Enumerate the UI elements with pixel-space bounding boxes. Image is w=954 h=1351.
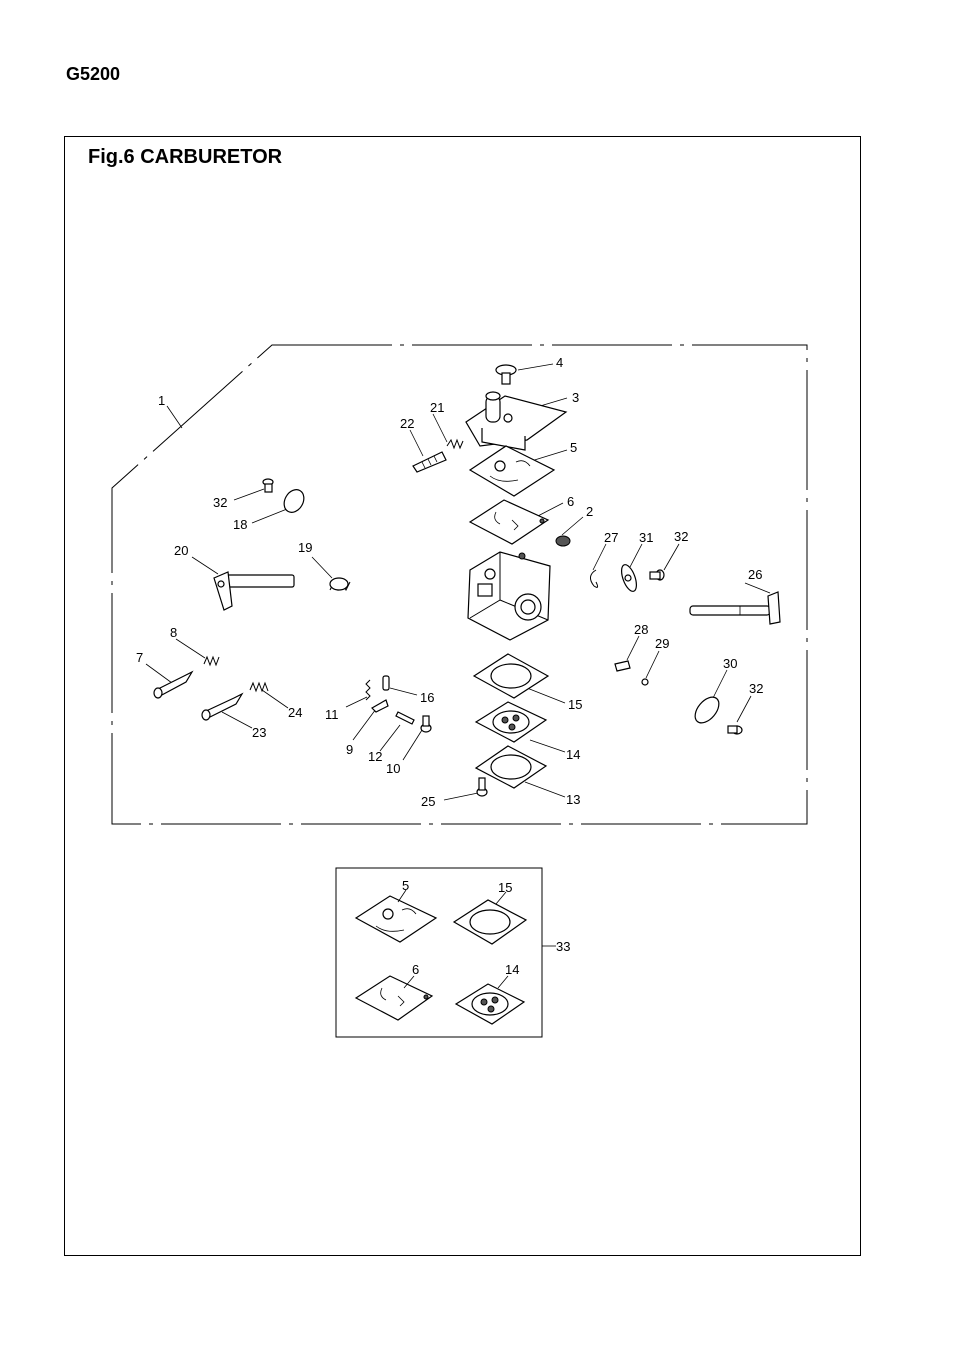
callout-15: 15 — [568, 697, 582, 712]
pump-diaphragm-part-6 — [468, 499, 550, 545]
callout-18: 18 — [233, 517, 247, 532]
callout-23: 23 — [252, 725, 266, 740]
callout-labels: 1 4 3 21 22 5 6 2 32 18 20 19 27 31 32 2… — [136, 355, 763, 809]
callout-16: 16 — [420, 690, 434, 705]
screw-part-32-right — [649, 569, 665, 581]
callout-2: 2 — [586, 504, 593, 519]
choke-plate-part-18 — [283, 489, 305, 513]
lever-part-31 — [621, 564, 637, 592]
assembly-outline — [111, 344, 808, 825]
plug-part-2 — [555, 535, 571, 547]
spring-part-8 — [203, 655, 220, 667]
needle-part-16 — [382, 675, 390, 691]
callout-5: 5 — [570, 440, 577, 455]
callout-22: 22 — [400, 416, 414, 431]
clip-part-27 — [590, 569, 599, 588]
callout-10: 10 — [386, 761, 400, 776]
callout-6: 6 — [567, 494, 574, 509]
callout-14: 14 — [566, 747, 580, 762]
callout-4: 4 — [556, 355, 563, 370]
screw-part-32-lower — [727, 725, 743, 735]
screw-part-4 — [495, 364, 517, 385]
spring-part-11 — [365, 679, 371, 701]
callout-32-right: 32 — [674, 529, 688, 544]
callout-1: 1 — [158, 393, 165, 408]
needle-part-7 — [153, 670, 194, 699]
throttle-plate-part-30 — [694, 696, 720, 724]
kit-callout-15: 15 — [498, 880, 512, 895]
gasket-part-13 — [474, 745, 548, 789]
needle-part-23 — [201, 692, 244, 721]
choke-shaft-part-20 — [213, 571, 295, 611]
callout-11: 11 — [325, 707, 339, 722]
callout-31: 31 — [639, 530, 653, 545]
callout-13: 13 — [566, 792, 580, 807]
ball-part-29 — [641, 678, 649, 686]
kit-callout-6: 6 — [412, 962, 419, 977]
screw-part-32-upper — [262, 478, 274, 493]
metering-diaphragm-part-14 — [474, 701, 548, 743]
callout-19: 19 — [298, 540, 312, 555]
carburetor-body — [467, 551, 551, 641]
leader-lines — [145, 363, 771, 801]
spring-part-24 — [249, 681, 269, 693]
spring-part-21 — [446, 438, 464, 450]
spring-part-19 — [329, 577, 351, 592]
kit-callout-14: 14 — [505, 962, 519, 977]
callout-12: 12 — [368, 749, 382, 764]
gasket-part-15 — [472, 653, 550, 699]
lever-part-9 — [371, 699, 389, 713]
throttle-shaft-part-26 — [689, 591, 781, 625]
callout-30: 30 — [723, 656, 737, 671]
pump-gasket-part-5 — [468, 445, 556, 497]
pump-cover-part-3 — [465, 391, 568, 451]
figure-title: Fig.6 CARBURETOR — [88, 146, 283, 168]
screw-part-22 — [412, 451, 447, 473]
screw-part-28 — [614, 660, 631, 672]
callout-20: 20 — [174, 543, 188, 558]
callout-32-upper: 32 — [213, 495, 227, 510]
callout-24: 24 — [288, 705, 302, 720]
screw-part-10 — [420, 715, 432, 733]
callout-32-lower: 32 — [749, 681, 763, 696]
callout-26: 26 — [748, 567, 762, 582]
callout-21: 21 — [430, 400, 444, 415]
repair-kit-box: 5 15 6 14 33 — [335, 867, 570, 1038]
callout-27: 27 — [604, 530, 618, 545]
callout-28: 28 — [634, 622, 648, 637]
callout-7: 7 — [136, 650, 143, 665]
callout-25: 25 — [421, 794, 435, 809]
model-code: G5200 — [66, 64, 121, 84]
callout-8: 8 — [170, 625, 177, 640]
kit-callout-5: 5 — [402, 878, 409, 893]
pin-part-12 — [395, 711, 415, 725]
callout-9: 9 — [346, 742, 353, 757]
figure-frame — [64, 136, 861, 1256]
screw-part-25 — [476, 777, 488, 797]
callout-3: 3 — [572, 390, 579, 405]
callout-29: 29 — [655, 636, 669, 651]
kit-callout-33: 33 — [556, 939, 570, 954]
